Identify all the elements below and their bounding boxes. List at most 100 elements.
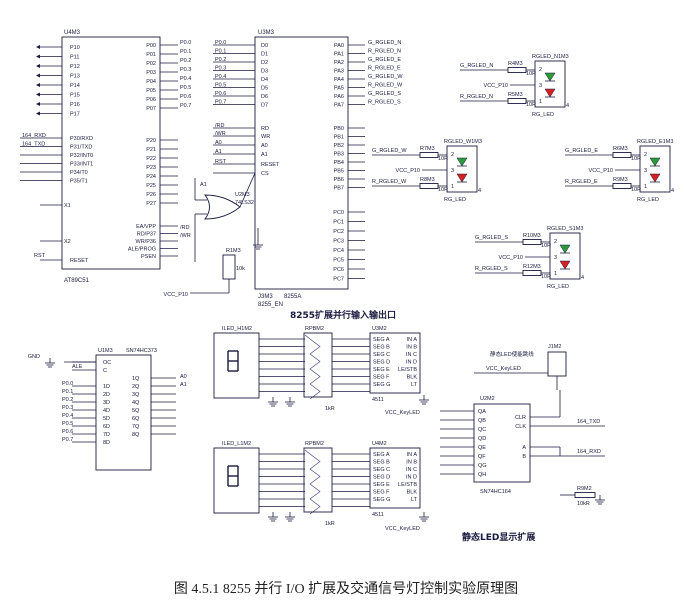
pin-label: QH (478, 472, 486, 478)
res-ref: R6M3 (613, 146, 628, 152)
bcd-decoder (369, 332, 421, 394)
resistor (522, 270, 542, 276)
pin-label: D6 (261, 94, 268, 100)
shift-reg-u2m2 (473, 403, 531, 483)
pin-label: IN D (406, 475, 417, 481)
pin-label: SEG D (373, 360, 390, 366)
pin-label: P15 (70, 93, 80, 99)
vcc-label: VCC_P10 (499, 255, 523, 261)
pin-label: P04 (146, 79, 156, 85)
net-label: P0.2 (62, 397, 73, 403)
rp-value: 1kR (325, 521, 335, 527)
or-gate-u2m3 (204, 194, 241, 220)
res-value: 10R (631, 156, 641, 162)
led-ref: RGLED_E1M3 (637, 139, 673, 145)
pin-label: SEG E (373, 367, 390, 373)
pin-label: P17 (70, 112, 80, 118)
led-tag: RG_LED (547, 284, 569, 290)
pin-label: PC5 (333, 258, 344, 264)
pin-label: CS (261, 171, 269, 177)
net-label: 164_TXD (577, 419, 600, 425)
res-ref: R9M3 (613, 177, 628, 183)
pin-label: D2 (261, 60, 268, 66)
pin-num: 3 (539, 83, 542, 89)
ppi-label: 8255A (284, 294, 301, 300)
pin-label: P27 (146, 201, 156, 207)
pin-label: IN C (406, 352, 417, 358)
pin-label: WR/P36 (136, 239, 156, 245)
pin-label: 5Q (132, 408, 140, 414)
net-label: /WR (180, 233, 191, 239)
pin-label: QA (478, 409, 486, 415)
res-value: 10R (526, 71, 536, 77)
pin-label: PB7 (334, 186, 344, 192)
pin-arrow (36, 102, 40, 106)
pin-arrow (36, 64, 40, 68)
pin-label: P34/T0 (70, 170, 88, 176)
pin-label: 7D (103, 432, 110, 438)
mcu-u4m3-body (61, 36, 161, 270)
pin-label: P33/INT1 (70, 162, 93, 168)
pin-label: D5 (261, 86, 268, 92)
pin-label: P12 (70, 64, 80, 70)
pin-num: 2 (644, 152, 647, 158)
pin-label: PC1 (333, 220, 344, 226)
pin-label: P30/RXD (70, 136, 93, 142)
net-label: P0.5 (215, 83, 226, 89)
pin-label: X2 (64, 239, 71, 245)
pin-label: 2Q (132, 384, 140, 390)
rp-value: 1kR (325, 406, 335, 412)
net-label: R_RGLED_N (368, 49, 401, 55)
schematic-canvas: U4M3AT89C51P10P11P12P13P14P15P16P17P30/R… (20, 30, 674, 543)
net-label: P0.1 (215, 49, 226, 55)
pin-label: 1Q (132, 376, 140, 382)
pin-label: PA1 (334, 52, 344, 58)
jumper-ref: J1M2 (548, 344, 561, 350)
red-led-symbol (456, 173, 468, 183)
net-label: P0.4 (215, 74, 226, 80)
pin-label: P32/INT0 (70, 153, 93, 159)
pin-label: QC (478, 427, 486, 433)
pin-label: OC (103, 360, 111, 366)
led-tag: RG_LED (444, 197, 466, 203)
display-ref: ILED_L1M2 (222, 441, 251, 447)
pin-label: PA6 (334, 94, 344, 100)
pin-num: 2 (451, 152, 454, 158)
pin-label: PA5 (334, 86, 344, 92)
pin-label: CLR (515, 415, 526, 421)
pin-label: P20 (146, 138, 156, 144)
pin-label: P02 (146, 61, 156, 67)
net-label: G_RGLED_W (368, 74, 403, 80)
resistor-r1m3 (222, 254, 236, 280)
res-value: 10R (541, 274, 551, 280)
led-tag: RG_LED (532, 112, 554, 118)
latch-part: SN74HC373 (126, 348, 157, 354)
net-label: P0.6 (62, 429, 73, 435)
pin-arrow (36, 111, 40, 116)
pin-label: 6Q (132, 416, 140, 422)
pin-num: 3 (644, 168, 647, 174)
out-net: A0 (180, 374, 187, 380)
bcd-decoder (369, 447, 421, 509)
shift-ref: U2M2 (480, 396, 495, 402)
pin-label: P31/TXD (70, 145, 92, 151)
pin-label: A1 (261, 152, 268, 158)
net-label: R_RGLED_S (475, 266, 508, 272)
resistor (612, 183, 632, 189)
pin-label: SEG C (373, 352, 390, 358)
pin-arrow (36, 92, 40, 97)
pin-label: P13 (70, 74, 80, 80)
res-ref: R5M3 (508, 92, 523, 98)
pin-label: WR (261, 134, 270, 140)
pin-label: LT (411, 497, 418, 503)
resistor-pack (304, 334, 321, 400)
rp-ref: RPBM2 (305, 326, 324, 332)
red-led-symbol (544, 88, 556, 98)
net-label: A1 (215, 149, 222, 155)
vcc-label: VCC_KeyLED (385, 410, 420, 416)
net-label: G_RGLED_W (372, 148, 407, 154)
res-value: 10R (438, 156, 448, 162)
ppi-en-label: 8255_EN (258, 302, 283, 308)
pin-label: PC6 (333, 267, 344, 273)
decoder-part: 4511 (372, 512, 384, 518)
